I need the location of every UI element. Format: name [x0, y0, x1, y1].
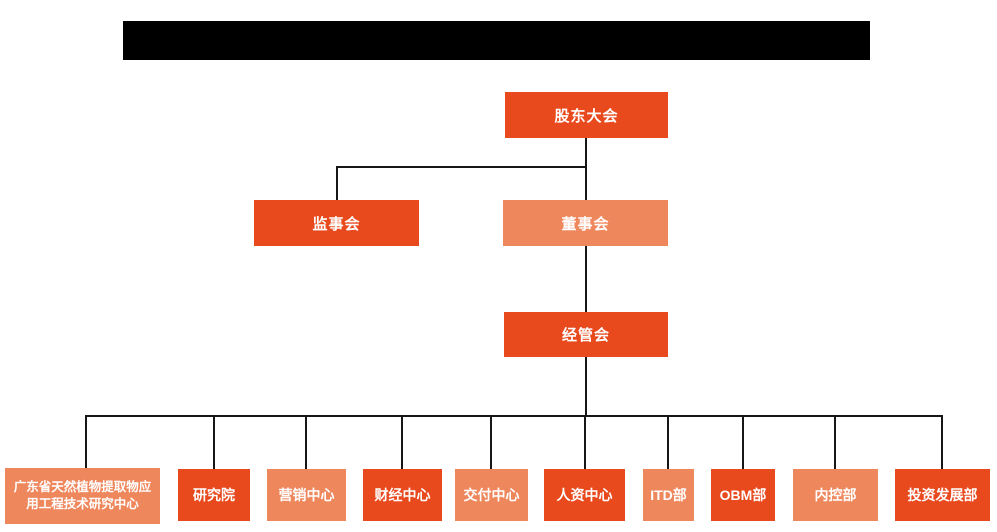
connector-drop-research: [213, 415, 215, 469]
connector-drop-obm: [742, 415, 744, 469]
connector-bottom-bus: [85, 415, 943, 417]
connector-drop-delivery: [490, 415, 492, 469]
connector-drop-marketing: [305, 415, 307, 469]
connector-drop-gd-center: [85, 415, 87, 469]
connector-management-down: [585, 357, 587, 417]
org-node-research-institute: 研究院: [178, 469, 250, 521]
connector-split-horizontal: [336, 166, 587, 168]
connector-drop-finance: [401, 415, 403, 469]
org-node-itd-department: ITD部: [643, 469, 694, 521]
org-node-hr-center: 人资中心: [544, 469, 625, 521]
connector-to-supervisory: [336, 166, 338, 201]
connector-drop-internal-control: [834, 415, 836, 469]
org-node-finance-center: 财经中心: [363, 469, 442, 521]
org-node-management-committee: 经管会: [504, 312, 668, 357]
connector-shareholders-down: [585, 138, 587, 201]
redacted-title-bar: [123, 21, 870, 60]
org-node-internal-control-department: 内控部: [793, 469, 878, 521]
connector-drop-investment: [941, 415, 943, 469]
org-node-shareholders-meeting: 股东大会: [505, 92, 668, 138]
connector-drop-hr: [584, 415, 586, 469]
org-node-board-of-directors: 董事会: [503, 200, 668, 246]
org-node-obm-department: OBM部: [711, 469, 775, 521]
connector-drop-itd: [667, 415, 669, 469]
connector-board-to-management: [585, 245, 587, 313]
org-node-gd-plant-extract-research-center: 广东省天然植物提取物应用工程技术研究中心: [5, 468, 160, 524]
org-node-delivery-center: 交付中心: [455, 469, 528, 521]
org-node-supervisory-board: 监事会: [254, 200, 419, 246]
org-node-investment-development-department: 投资发展部: [895, 469, 990, 521]
org-node-marketing-center: 营销中心: [267, 469, 346, 521]
